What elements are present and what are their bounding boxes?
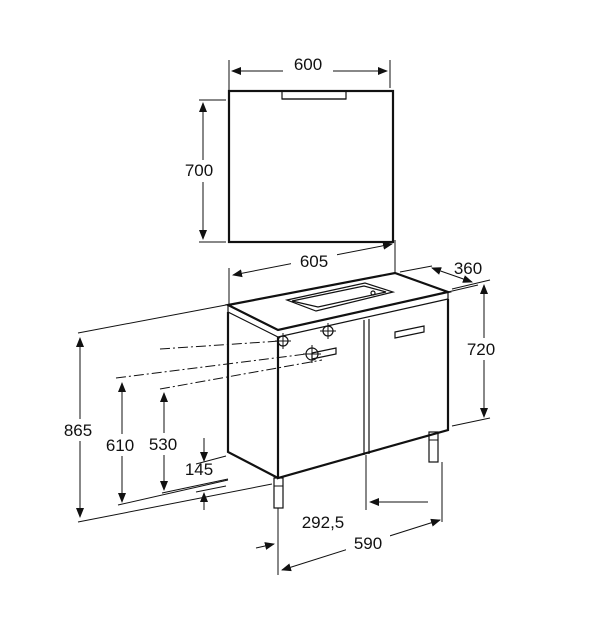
total-height-label: 865 — [64, 421, 92, 440]
mirror — [227, 89, 395, 244]
leg-height-dimension: 145 — [185, 438, 227, 510]
mirror-panel — [227, 89, 395, 244]
right-door-handle — [394, 325, 425, 339]
top-width-dimension: 605 — [228, 240, 396, 305]
top-width-label: 605 — [300, 252, 328, 271]
drain-height-dimension: 610 — [100, 353, 307, 506]
drain-height-label: 610 — [106, 436, 134, 455]
depth-label: 360 — [454, 259, 482, 278]
depth-dimension: 360 — [399, 259, 482, 293]
mirror-width-dimension: 600 — [228, 54, 391, 91]
drain-marker — [303, 345, 321, 363]
drain-offset-label: 292,5 — [302, 513, 345, 532]
front-leg — [273, 477, 284, 509]
mirror-width-label: 600 — [294, 55, 322, 74]
mirror-height-label: 700 — [185, 161, 213, 180]
cabinet-height-dimension: 720 — [451, 279, 502, 427]
basin-bowl — [284, 282, 396, 312]
base-width-dimension: 590 — [277, 462, 443, 575]
drain-offset-dimension: 292,5 — [255, 455, 428, 550]
inlet-height-label: 530 — [149, 435, 177, 454]
basin-top — [224, 271, 452, 332]
leg-height-label: 145 — [185, 460, 213, 479]
cabinet-front — [276, 299, 450, 480]
base-width-label: 590 — [354, 534, 382, 553]
back-leg — [428, 431, 439, 463]
cabinet-side — [226, 312, 279, 479]
drain-hole — [370, 290, 376, 296]
water-inlet-marker-2 — [320, 323, 336, 339]
inlet-height-dimension: 530 — [142, 340, 323, 494]
mirror-height-dimension: 700 — [180, 99, 226, 243]
total-height-dimension: 865 — [58, 304, 273, 523]
vanity-cabinet — [224, 271, 452, 509]
cabinet-height-label: 720 — [467, 340, 495, 359]
mirror-light — [281, 90, 347, 100]
